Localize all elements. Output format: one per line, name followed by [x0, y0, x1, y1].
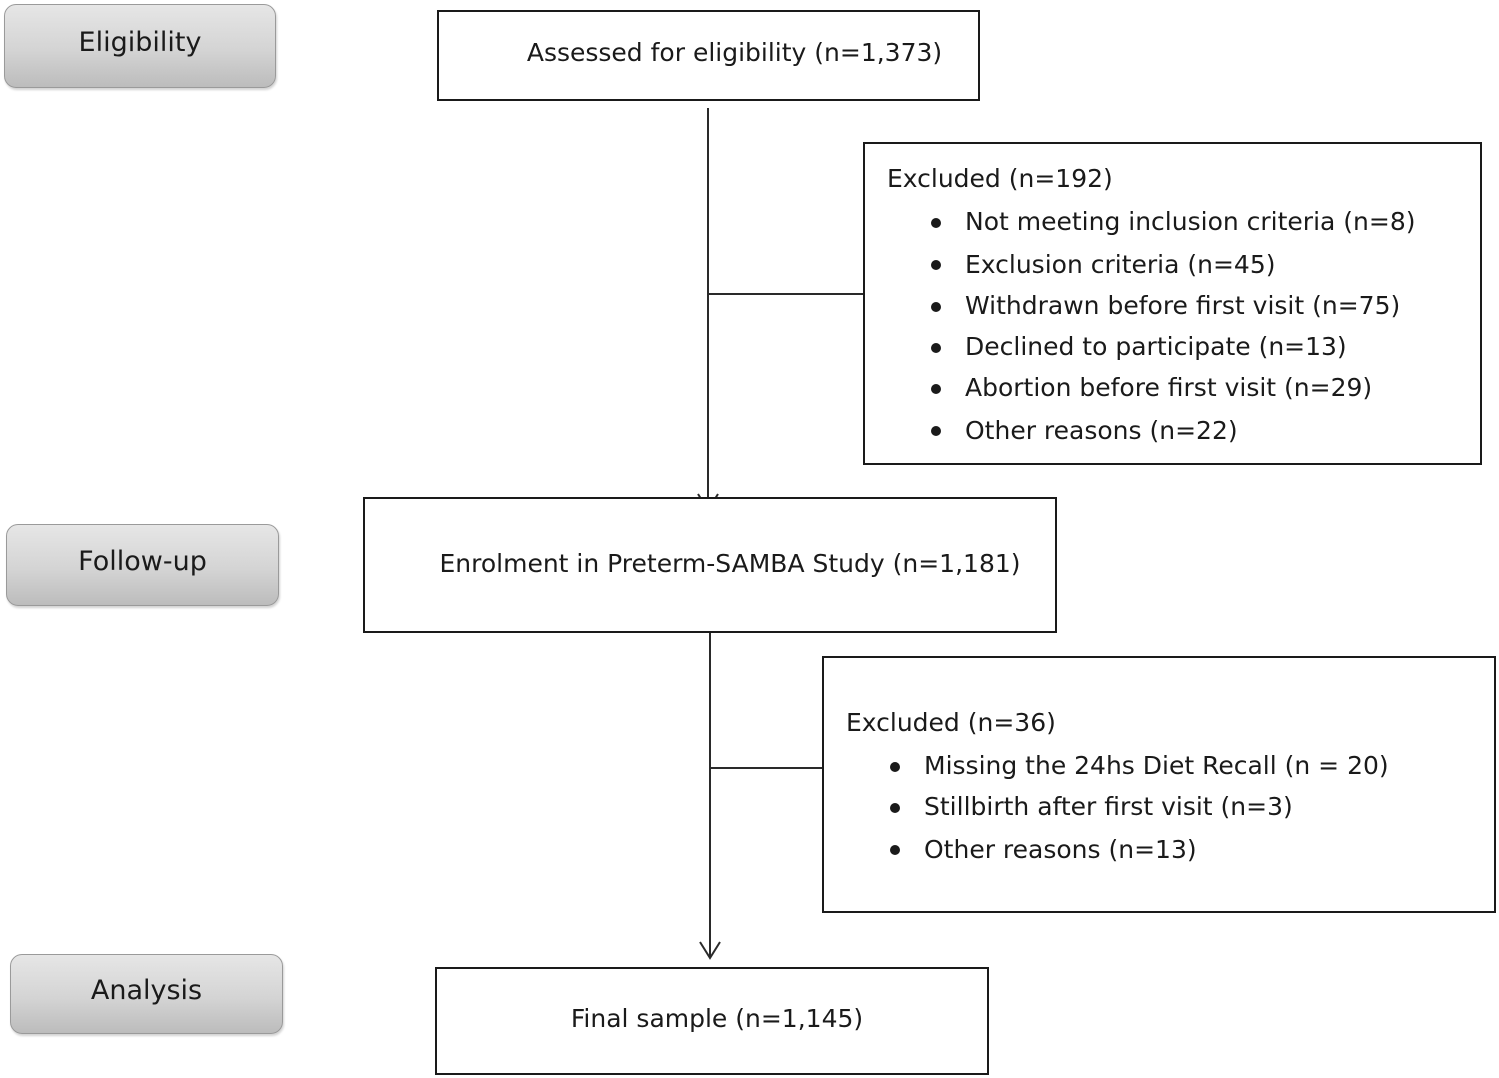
stage-label-eligibility: Eligibility [4, 4, 276, 88]
bullet-icon [931, 260, 941, 270]
bullet-icon [890, 761, 900, 772]
bullet-icon [931, 384, 941, 394]
assessed-box: Assessed for eligibility (n=1,373) [437, 10, 980, 101]
stage-label-analysis-text: Analysis [90, 974, 203, 1006]
exclusion-1-item-text: Declined to participate (n=13) [965, 332, 1347, 361]
exclusion-1-title: Excluded (n=192) [887, 164, 1113, 193]
enrolment-text: Enrolment in Preterm-SAMBA Study (n=1,18… [439, 549, 1021, 578]
bullet-icon [931, 342, 941, 353]
exclusion-1-item-text: Withdrawn before first visit (n=75) [965, 291, 1401, 320]
exclusion-2-item: Other reasons (n=13) [890, 828, 1389, 872]
final-sample-box: Final sample (n=1,145) [435, 967, 989, 1075]
exclusion-2-item-text: Other reasons (n=13) [924, 835, 1197, 864]
bullet-icon [931, 426, 941, 436]
bullet-icon [890, 802, 900, 813]
exclusion-1-item-text: Not meeting inclusion criteria (n=8) [965, 207, 1416, 236]
bullet-icon [931, 301, 941, 312]
arrowhead-final [699, 941, 721, 960]
bullet-icon [890, 845, 900, 855]
exclusion-2-title: Excluded (n=36) [846, 708, 1056, 737]
exclusion-1-item: Other reasons (n=22) [931, 410, 1416, 452]
exclusion-1-list: Not meeting inclusion criteria (n=8) Exc… [931, 202, 1416, 452]
assessed-text: Assessed for eligibility (n=1,373) [526, 38, 943, 67]
stage-label-follow-up-text: Follow-up [78, 545, 207, 577]
stage-label-analysis: Analysis [10, 954, 283, 1034]
exclusion-2-item-text: Missing the 24hs Diet Recall (n = 20) [924, 751, 1389, 780]
exclusion-1-item: Abortion before first visit (n=29) [931, 368, 1416, 410]
exclusion-box-2: Excluded (n=36) Missing the 24hs Diet Re… [822, 656, 1496, 913]
exclusion-1-item: Declined to participate (n=13) [931, 327, 1416, 368]
final-sample-text: Final sample (n=1,145) [570, 1004, 864, 1033]
exclusion-2-item-text: Stillbirth after first visit (n=3) [924, 792, 1293, 821]
stage-label-eligibility-text: Eligibility [78, 26, 202, 58]
exclusion-1-item: Exclusion criteria (n=45) [931, 244, 1416, 286]
exclusion-2-item: Missing the 24hs Diet Recall (n = 20) [890, 746, 1389, 787]
exclusion-1-item-text: Other reasons (n=22) [965, 416, 1238, 445]
exclusion-1-item: Not meeting inclusion criteria (n=8) [931, 202, 1416, 244]
exclusion-1-item-text: Abortion before first visit (n=29) [965, 373, 1373, 402]
enrolment-box: Enrolment in Preterm-SAMBA Study (n=1,18… [363, 497, 1057, 633]
exclusion-2-list: Missing the 24hs Diet Recall (n = 20) St… [890, 746, 1389, 872]
bullet-icon [931, 218, 941, 228]
exclusion-box-1: Excluded (n=192) Not meeting inclusion c… [863, 142, 1482, 465]
exclusion-1-item-text: Exclusion criteria (n=45) [965, 250, 1276, 279]
exclusion-1-item: Withdrawn before first visit (n=75) [931, 286, 1416, 327]
stage-label-follow-up: Follow-up [6, 524, 279, 606]
exclusion-2-item: Stillbirth after first visit (n=3) [890, 787, 1389, 828]
